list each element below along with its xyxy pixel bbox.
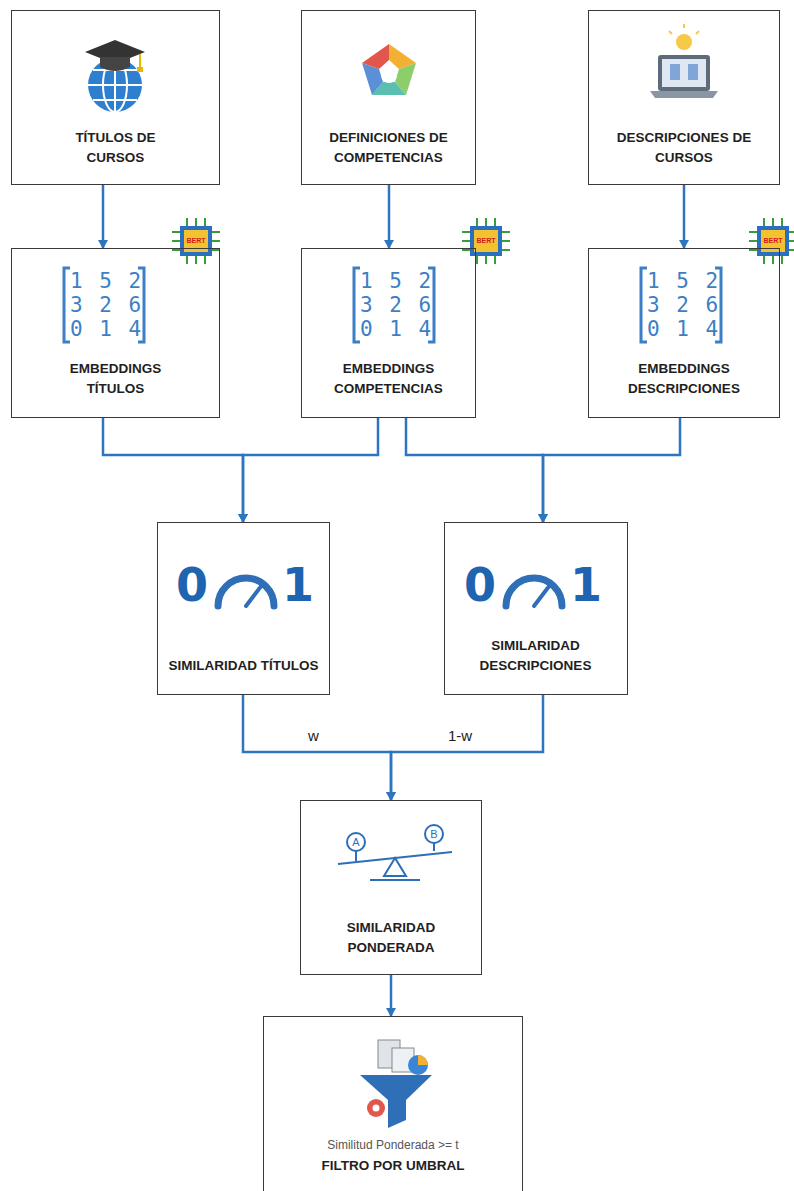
gauge-number: 1 — [566, 560, 606, 610]
connector-arrow — [391, 695, 543, 800]
connector-arrow — [543, 418, 680, 522]
chip-label: BERT — [184, 236, 208, 246]
gauge-arcs — [218, 578, 562, 606]
matrix-number: 0 1 4 — [70, 318, 138, 341]
connector-arrow — [103, 418, 243, 522]
process-box: DEFINICIONES DE COMPETENCIAS — [301, 10, 476, 185]
globe-cap-icon — [85, 40, 145, 112]
box-label: Similitud Ponderada >= t — [327, 1136, 458, 1154]
connector-arrow — [243, 695, 391, 800]
matrix-number: 0 1 4 — [360, 318, 428, 341]
box-label: SIMILARIDAD PONDERADA — [316, 918, 466, 958]
box-label: EMBEDDINGS TÍTULOS — [46, 359, 186, 399]
process-box: TÍTULOS DE CURSOS — [11, 10, 220, 185]
gauge-number: 0 — [172, 560, 212, 610]
connector-arrow — [102, 185, 105, 248]
matrix-number: 3 2 6 — [647, 294, 715, 317]
matrix-number: 0 1 4 — [647, 318, 715, 341]
funnel-icon — [360, 1040, 432, 1128]
box-label: DEFINICIONES DE COMPETENCIAS — [314, 128, 464, 168]
box-label: TÍTULOS DE CURSOS — [46, 128, 186, 168]
box-label: DESCRIPCIONES DE CURSOS — [614, 128, 754, 168]
competency-pentagon-icon — [362, 44, 416, 95]
process-box: Similitud Ponderada >= t FILTRO POR UMBRA… — [263, 1016, 523, 1191]
edge-weight: w — [305, 727, 322, 745]
process-box: DESCRIPCIONES DE CURSOS — [588, 10, 780, 185]
connector-arrow — [683, 185, 686, 248]
connector-arrow — [390, 975, 393, 1016]
matrix-number: 3 2 6 — [360, 294, 428, 317]
process-box: SIMILARIDAD PONDERADA — [300, 800, 482, 975]
box-label: EMBEDDINGS DESCRIPCIONES — [599, 359, 769, 399]
matrix-number: 1 5 2 — [360, 270, 428, 293]
seesaw-letter: A — [350, 835, 362, 849]
connector-arrow — [406, 418, 543, 522]
matrix-brackets — [64, 268, 721, 342]
laptop-icon — [650, 24, 718, 98]
gauge-number: 0 — [460, 560, 500, 610]
chip-label: BERT — [474, 236, 498, 246]
matrix-number: 3 2 6 — [70, 294, 138, 317]
box-label: SIMILARIDAD TÍTULOS — [169, 656, 319, 676]
box-label: SIMILARIDAD DESCRIPCIONES — [451, 636, 621, 676]
box-label: FILTRO POR UMBRAL — [322, 1156, 465, 1176]
matrix-number: 1 5 2 — [647, 270, 715, 293]
bert-chips — [172, 218, 794, 264]
connector-arrow — [388, 185, 391, 248]
gauge-number: 1 — [278, 560, 318, 610]
seesaw-icon — [338, 825, 452, 880]
seesaw-letter: B — [428, 827, 440, 841]
edge-weight: 1-w — [445, 727, 475, 745]
connector-arrow — [243, 418, 378, 522]
box-label: EMBEDDINGS COMPETENCIAS — [309, 359, 469, 399]
matrix-number: 1 5 2 — [70, 270, 138, 293]
chip-label: BERT — [761, 236, 785, 246]
